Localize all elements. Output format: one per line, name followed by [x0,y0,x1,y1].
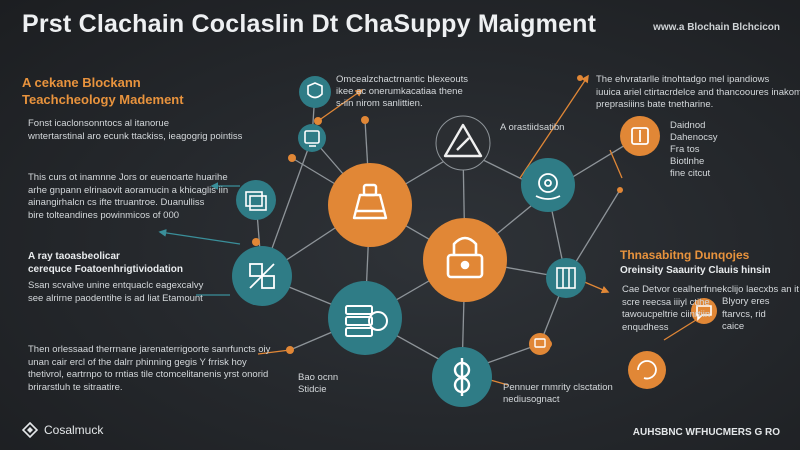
left-block-3: Ssan scvalve unine entquaclc eagexcalvy … [28,280,203,305]
node-orange-small [529,333,551,355]
orange-node-label-line-5: fine citcut [670,168,711,179]
right-block-2-line-1: Cae Detvor cealherfnnekclijo laecxbs an … [622,284,799,295]
orange-node-label-line-2: Dahenocsy [670,132,718,143]
right-block-2: Cae Detvor cealherfnnekclijo laecxbs an … [622,284,799,334]
left-heading-line-2: Teachcheology Madement [22,92,184,107]
left-block-4-line-2: unan cair ercl of the dalrr phinning geg… [28,356,247,368]
server-icon [345,305,388,337]
bottom-center-node-label: Pennuer rnmrity clsctation nediusognact [503,382,613,406]
device-icon [304,130,320,147]
node-orange-right-bottom [628,351,666,389]
left-block-1-line-2: wntertarstinal aro ecunk ttackiss, ieago… [28,130,243,142]
speech-bubble-icon [534,338,546,348]
cycle-icon [637,360,657,380]
left-block-1-line-1: Fonst icaclonsonntocs al itanorue [28,118,169,129]
node-teal-top [299,76,331,108]
junction-dots [252,75,623,354]
top-node-note: Omcealzchactrnantic blexeouts ikee ac on… [336,74,468,110]
left-heading-line-1: A cekane Blockann [22,75,141,90]
right-block-2-line-3: tawoucpeltrie ciinrtiin [622,309,711,320]
brand-logo-icon [22,422,38,438]
node-triangle [435,115,491,171]
building-icon [556,267,576,289]
node-teal-small-1 [298,124,326,152]
bottle-icon [352,183,388,220]
left-block-4-line-3: thetivrol, eartrnpo to rntias tile ctomc… [28,369,269,380]
node-teal-left [232,246,292,306]
shield-leaf-icon [307,82,323,99]
header-caption: www.a Blochain Blchcicon [653,22,780,33]
right-block-1-line-2: iuuica ariel ctirtacrdelce and thancoour… [596,86,800,98]
grain-box-icon [631,127,649,145]
bottom-left-node-label: Bao ocnn Stidcie [298,372,338,396]
left-block-2-line-3: ainangirhalcn cs ifte ttruantroe. Duanul… [28,197,205,208]
page-title: Prst Clachain Coclaslin Dt ChaSuppy Maig… [22,10,597,38]
right-block-2-line-2: scre reecsa iiiyl ctjhe [622,296,710,308]
triangle-node-label: A orastiidsatibn [500,122,565,133]
node-orange-right-top [620,116,660,156]
orange-node-label-line-3: Fra tos [670,144,700,155]
top-node-note-line-3: s-iin nirom sanlittien. [336,98,423,109]
lock-icon [446,236,484,279]
warning-triangle-icon [443,123,483,158]
bottom-left-node-label-line-2: Stidcie [298,384,327,395]
top-node-note-line-2: ikee ac onerumkacatiaa thene [336,86,463,97]
right-block-2-side-line-3: caice [722,321,745,332]
left-block-2-line-1: This curs ot inamnne Jors or euenoarte h… [28,172,228,183]
orange-node-label-line-4: Biotlnhe [670,156,705,167]
node-orange-center-left [328,163,412,247]
right-block-2-side-line-1: Blyory eres [722,296,770,307]
orange-node-label-line-1: Daidnod [670,120,706,131]
right-block-1: The ehvratarlle itnohtadgo mel ipandiows… [596,74,800,112]
left-block-1: Fonst icaclonsonntocs al itanorue wntert… [28,118,242,143]
left-block-4-line-4: brirarstluh te sitraatire. [28,381,123,393]
document-stack-icon [245,191,267,211]
node-teal-right [521,158,575,212]
gear-hand-icon [535,173,561,200]
right-heading-line-1: Thnasabitng Dunqojes [620,248,750,262]
dollar-icon [453,358,471,396]
left-block-3-line-2: see alrirne paodentihe is ad liat Etamou… [28,292,203,304]
brand: Cosalmuck [22,422,103,438]
footer-caption: AUHSBNC WFHUCMERS G RO [632,427,780,438]
right-heading-line-2: Oreinsity Saaurity Clauis hinsin [620,265,771,276]
left-block-2-line-4: bire tolteandines powinmicos of 000 [28,209,180,221]
left-block-3-heading-line-2: cerequce Foatoenhrigtiviodation [28,264,184,275]
node-teal-bottom [328,281,402,355]
orange-node-label: Daidnod Dahenocsy Fra tos Biotlnhe fine … [670,120,718,180]
node-orange-right-mid [691,298,717,324]
left-block-4-line-1: Then orlessaad therrnane jarenaterrigoor… [28,344,271,355]
left-block-3-heading-line-1: A ray taoasbeolicar [28,251,120,262]
left-heading: A cekane Blockann Teachcheology Madement [22,74,184,108]
left-block-3-line-1: Ssan scvalve unine entquaclc eagexcalvy [28,280,204,291]
brand-name: Cosalmuck [44,423,104,437]
left-block-2-line-2: arhe gnpann elrinaovit aoramucin a khica… [28,184,229,196]
left-block-2: This curs ot inamnne Jors or euenoarte h… [28,172,228,222]
bottom-center-node-label-line-2: nediusognact [503,394,560,405]
network-map-icon [249,263,275,289]
right-block-2-side: Blyory eres ftarvcs, rid caice [722,296,770,334]
right-block-2-side-line-2: ftarvcs, rid [722,308,766,320]
node-teal-bottom-center [432,347,492,407]
bottom-center-node-label-line-1: Pennuer rnmrity clsctation [503,382,613,393]
node-teal-small-3 [546,258,586,298]
node-orange-center-right [423,218,507,302]
right-block-1-line-3: preprasiiins bate tnetharine. [596,99,714,110]
top-node-note-line-1: Omcealzchactrnantic blexeouts [336,74,469,85]
left-block-3-heading: A ray taoasbeolicar cerequce Foatoenhrig… [28,250,183,276]
right-heading: Thnasabitng Dunqojes Oreinsity Saaurity … [620,248,771,278]
right-block-1-line-1: The ehvratarlle itnohtadgo mel ipandiows [596,74,770,85]
node-teal-small-2 [236,180,276,220]
right-block-2-line-4: enqudhess [622,321,669,333]
bottom-left-node-label-line-1: Bao ocnn [298,372,339,383]
chat-icon [696,305,712,321]
left-block-4: Then orlessaad therrnane jarenaterrigoor… [28,344,270,394]
